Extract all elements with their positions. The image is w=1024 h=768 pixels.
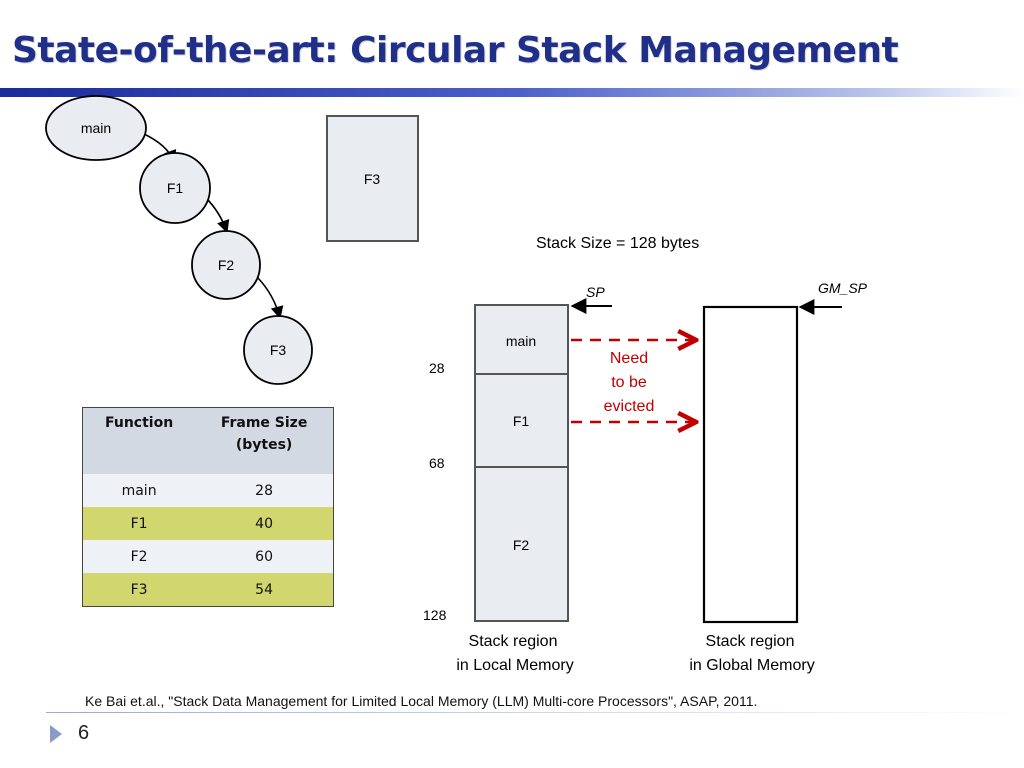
slide-title: State-of-the-art: Circular Stack Managem… bbox=[12, 30, 899, 71]
cell-size: 40 bbox=[195, 507, 334, 540]
cell-function: F3 bbox=[82, 573, 196, 607]
global-caption-line1: Stack region bbox=[706, 633, 795, 650]
evict-note-line2: to be bbox=[611, 374, 647, 391]
offset-68: 68 bbox=[429, 455, 445, 471]
header-function: Function bbox=[82, 407, 196, 474]
cell-function: F2 bbox=[82, 540, 196, 573]
frame-size-table: Function Frame Size (bytes) main 28 F1 4… bbox=[82, 407, 334, 607]
table-row: F1 40 bbox=[82, 507, 334, 540]
footer-divider bbox=[46, 712, 1024, 713]
gm-sp-label: GM_SP bbox=[818, 280, 868, 296]
call-node-main-label: main bbox=[81, 120, 111, 136]
table-row: main 28 bbox=[82, 474, 334, 507]
local-frame-f1-label: F1 bbox=[513, 413, 530, 429]
local-frame-main-label: main bbox=[506, 333, 536, 349]
table-row: F2 60 bbox=[82, 540, 334, 573]
footer-arrow-icon bbox=[50, 725, 62, 743]
evict-note-line1: Need bbox=[610, 350, 648, 367]
offset-128: 128 bbox=[423, 607, 447, 623]
offset-28: 28 bbox=[429, 360, 445, 376]
cell-function: F1 bbox=[82, 507, 196, 540]
local-caption-line1: Stack region bbox=[469, 633, 558, 650]
stack-size-label: Stack Size = 128 bytes bbox=[536, 235, 699, 252]
call-node-main: main bbox=[45, 95, 147, 161]
header-frame-size: Frame Size (bytes) bbox=[195, 407, 334, 474]
page-number: 6 bbox=[78, 722, 90, 744]
local-frame-f1 bbox=[474, 373, 569, 468]
cell-size: 54 bbox=[195, 573, 334, 607]
local-frame-f2-label: F2 bbox=[513, 537, 530, 553]
sp-label: SP bbox=[586, 284, 605, 300]
global-stack-region bbox=[702, 305, 799, 624]
floating-frame-f3-label: F3 bbox=[364, 171, 381, 187]
title-underline-bar bbox=[0, 88, 1024, 97]
call-node-f2: F2 bbox=[191, 230, 261, 300]
local-stack-region: main F1 F2 bbox=[474, 304, 569, 622]
table-header-row: Function Frame Size (bytes) bbox=[82, 407, 334, 474]
call-node-f1-label: F1 bbox=[167, 180, 184, 196]
table-row: F3 54 bbox=[82, 573, 334, 607]
call-edge-f2-f3 bbox=[257, 277, 284, 320]
citation-text: Ke Bai et.al., "Stack Data Management fo… bbox=[85, 693, 758, 709]
cell-size: 60 bbox=[195, 540, 334, 573]
local-caption-line2: in Local Memory bbox=[456, 657, 573, 674]
local-frame-f2 bbox=[474, 466, 569, 622]
call-node-f1: F1 bbox=[139, 152, 211, 224]
cell-size: 28 bbox=[195, 474, 334, 507]
evict-note-line3: evicted bbox=[604, 398, 655, 415]
cell-function: main bbox=[82, 474, 196, 507]
local-frame-main bbox=[474, 304, 569, 375]
floating-frame-f3: F3 bbox=[326, 115, 419, 242]
call-edge-f1-f2 bbox=[205, 197, 230, 234]
call-node-f2-label: F2 bbox=[218, 257, 235, 273]
call-node-f3-label: F3 bbox=[270, 342, 287, 358]
global-caption-line2: in Global Memory bbox=[689, 657, 814, 674]
call-node-f3: F3 bbox=[243, 315, 313, 385]
